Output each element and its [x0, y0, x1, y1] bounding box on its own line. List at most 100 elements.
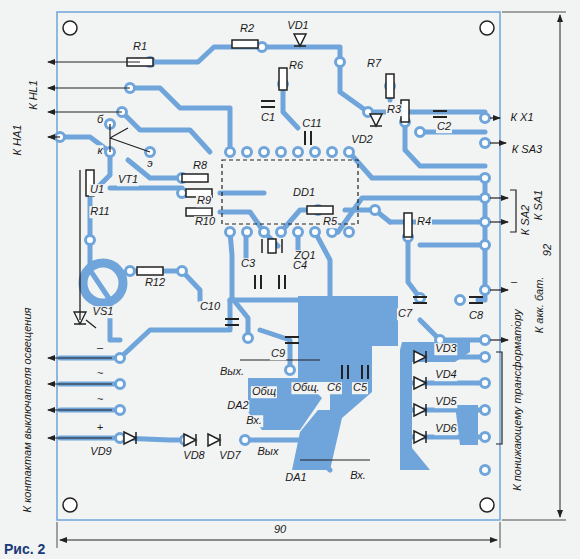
part-label: б [96, 114, 104, 126]
solder-pad [116, 406, 125, 415]
part-label: C7 [397, 308, 413, 320]
part-label: R9 [196, 195, 212, 207]
part-label: C2 [436, 121, 452, 133]
part-label: R1 [132, 41, 148, 53]
copper-trace [315, 232, 330, 296]
dimension-line [60, 540, 497, 541]
solder-pad [258, 43, 267, 52]
crystal-symbol [268, 239, 276, 253]
capacitor-symbol [469, 297, 483, 303]
extension-line [57, 12, 566, 548]
solder-pad [481, 433, 490, 442]
leader-arrow [48, 409, 112, 410]
solder-pad [328, 228, 337, 237]
part-label: VD2 [350, 134, 373, 146]
copper-trace [410, 357, 485, 437]
resistor-symbol [401, 100, 409, 122]
part-label: К HA1 [12, 124, 24, 157]
leader-arrow [490, 339, 508, 340]
part-label: C5 [352, 382, 368, 394]
part-label: VD4 [434, 369, 457, 381]
part-label: ~ [96, 394, 104, 406]
copper-trace [110, 186, 182, 191]
solder-pad [481, 218, 490, 227]
copper-trace [345, 210, 390, 222]
solder-pad [481, 379, 490, 388]
part-label: – [510, 276, 518, 288]
copper-trace [349, 152, 485, 290]
solder-pad [481, 139, 490, 148]
leader-arrow [48, 357, 112, 358]
part-label: R7 [366, 58, 382, 70]
part-label: VS1 [92, 306, 115, 318]
solder-pad [86, 236, 95, 245]
part-label: К понижающему трансформатору [512, 308, 524, 492]
transistor-symbol [110, 124, 150, 152]
diode-symbol [294, 34, 306, 46]
solder-pad [226, 148, 235, 157]
copper-trace [122, 112, 210, 152]
leader-arrow [490, 142, 506, 143]
capacitor-symbol [255, 275, 261, 289]
copper-trace [408, 237, 420, 298]
part-label: 90 [273, 524, 287, 536]
copper-trace [340, 62, 485, 112]
solder-pad [260, 148, 269, 157]
copper-trace [230, 298, 298, 303]
part-label: C11 [301, 118, 322, 130]
part-label: 92 [542, 243, 554, 257]
leader-arrow [48, 87, 130, 88]
ic-outline [222, 160, 358, 224]
part-label: C4 [292, 260, 308, 272]
solder-pad [345, 228, 354, 237]
part-label: VD6 [434, 423, 457, 435]
part-label: C3 [240, 258, 256, 270]
capacitor-symbol [362, 365, 368, 379]
solder-pad [260, 228, 269, 237]
solder-pad [286, 366, 295, 375]
part-label: R12 [144, 277, 166, 289]
mounting-hole [63, 21, 77, 35]
diode-symbol [414, 377, 426, 389]
resistor-symbol [182, 174, 208, 182]
part-label: C6 [326, 382, 342, 394]
diode-symbol [124, 432, 136, 444]
part-label: + [96, 422, 104, 434]
solder-pad [243, 228, 252, 237]
solder-pad [416, 128, 425, 137]
part-label: C10 [199, 301, 221, 313]
solder-pad [481, 241, 490, 250]
leader-arrow [490, 117, 500, 118]
copper-trace [405, 122, 485, 166]
part-label: К акк. бат. [534, 276, 546, 335]
capacitor-symbol [279, 275, 285, 289]
solder-pad [126, 267, 135, 276]
part-label: DD1 [292, 187, 316, 199]
part-label: К X1 [510, 112, 535, 124]
resistor-symbol [404, 213, 412, 237]
part-label: VT1 [117, 174, 139, 186]
diode-symbol [414, 431, 426, 443]
part-label: R4 [416, 216, 432, 228]
solder-pad [481, 114, 490, 123]
leader-arrow [48, 136, 60, 137]
part-label: к [96, 145, 103, 157]
copper-trace [230, 232, 248, 338]
capacitor-symbol [413, 297, 427, 303]
figure-caption: Рис. 2 [4, 542, 45, 556]
part-label: Вых [257, 446, 280, 458]
resistor-symbol [232, 40, 258, 48]
leader-arrow [490, 197, 508, 198]
copper-trace [420, 130, 485, 135]
part-label: R10 [194, 216, 216, 228]
copper-trace [150, 47, 262, 62]
part-label: Вх. [349, 470, 367, 482]
crystal-symbol [262, 239, 282, 253]
solder-pad [241, 436, 250, 445]
part-label: К SA1 [533, 189, 545, 221]
copper-trace [420, 243, 485, 248]
solder-pad [116, 434, 125, 443]
leader-arrow [490, 221, 508, 222]
diode-symbol [208, 434, 220, 446]
part-label: C1 [260, 112, 276, 124]
